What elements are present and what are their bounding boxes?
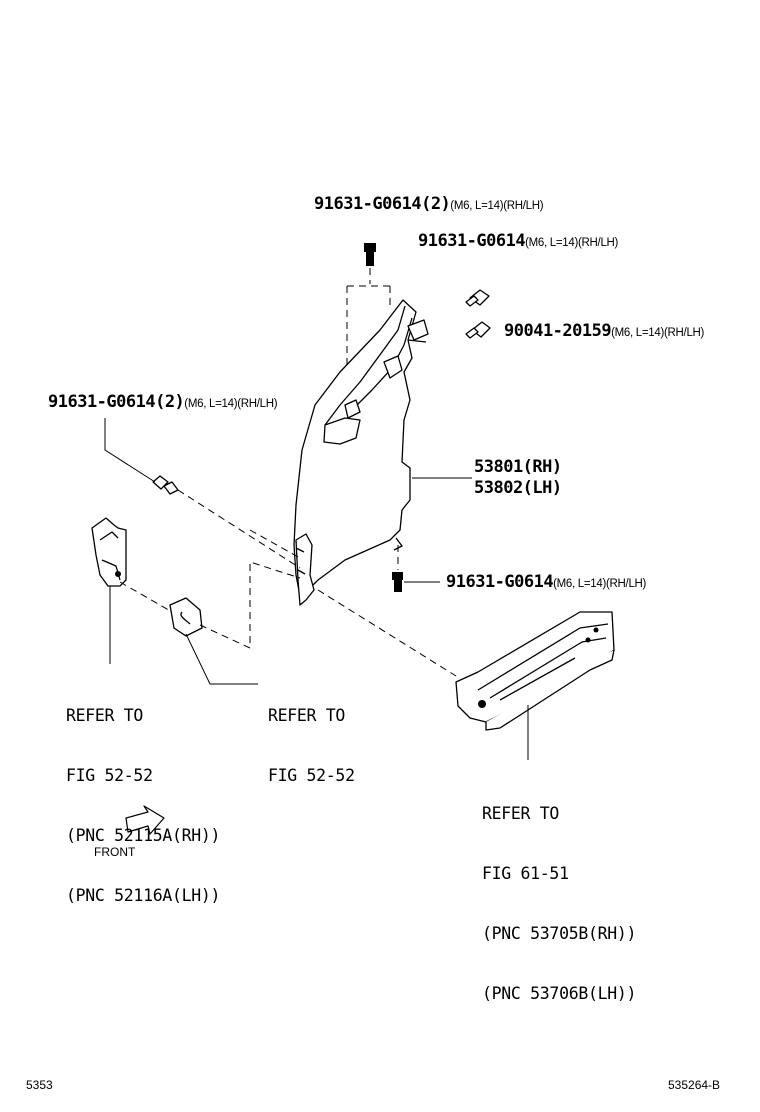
ref-line: (PNC 53706B(LH)): [482, 984, 637, 1003]
ref-line: (PNC 53705B(RH)): [482, 924, 637, 943]
part-number: 91631-G0614: [446, 572, 554, 592]
ref-line: FIG 52-52: [268, 766, 355, 785]
fender-liner-53801[interactable]: [293, 299, 429, 606]
ref-line: FIG 61-51: [482, 864, 569, 883]
callout-91631-left[interactable]: 91631-G0614(2)(M6, L=14)(RH/LH): [48, 392, 278, 412]
part-number: 91631-G0614: [418, 231, 526, 251]
part-spec: (M6, L=14)(RH/LH): [184, 398, 278, 410]
ref-line: REFER TO: [482, 804, 560, 823]
reference-fig-5252-bracket[interactable]: REFER TO FIG 52-52 (PNC 52115A(RH)) (PNC…: [66, 666, 220, 926]
dash-rail: [317, 589, 457, 677]
ref-line: FIG 52-52: [66, 766, 153, 785]
footer-left-code: 5353: [26, 1078, 53, 1092]
part-number: 91631-G0614(2): [48, 392, 185, 412]
leader-ref2: [185, 633, 258, 685]
main-part-lh[interactable]: 53802(LH): [474, 478, 562, 498]
part-spec: (M6, L=14)(RH/LH): [450, 200, 544, 212]
reference-fig-5252-clip[interactable]: REFER TO FIG 52-52: [268, 666, 355, 806]
front-arrow-icon: [125, 805, 165, 835]
reference-fig-6151[interactable]: REFER TO FIG 61-51 (PNC 53705B(RH)) (PNC…: [482, 764, 636, 1024]
dash-left: [177, 489, 301, 569]
part-number: 90041-20159: [504, 321, 612, 341]
bolt-91631-left[interactable]: [152, 475, 179, 495]
ref-line: REFER TO: [66, 706, 144, 725]
leader-91631-left: [104, 418, 156, 483]
part-spec: (M6, L=14)(RH/LH): [525, 237, 619, 249]
main-part-rh[interactable]: 53801(RH): [474, 457, 562, 477]
part-spec: (M6, L=14)(RH/LH): [553, 578, 647, 590]
dash-bracket: [119, 529, 301, 649]
part-number: 91631-G0614(2): [314, 194, 451, 214]
ref-line: (PNC 52116A(LH)): [66, 886, 221, 905]
part-spec: (M6, L=14)(RH/LH): [611, 327, 705, 339]
ref-line: REFER TO: [268, 706, 346, 725]
callout-90041[interactable]: 90041-20159(M6, L=14)(RH/LH): [504, 323, 704, 340]
rail-bracket-53705b[interactable]: [455, 611, 615, 731]
front-label: FRONT: [94, 845, 136, 859]
callout-91631-top[interactable]: 91631-G0614(2)(M6, L=14)(RH/LH): [314, 194, 544, 214]
bolt-91631-upper-right[interactable]: [465, 289, 490, 307]
callout-91631-lower[interactable]: 91631-G0614(M6, L=14)(RH/LH): [446, 574, 646, 591]
bolt-91631-top[interactable]: [364, 243, 376, 266]
bracket-52115a[interactable]: [91, 517, 127, 587]
bolt-90041[interactable]: [465, 321, 491, 339]
callout-91631-upper-right[interactable]: 91631-G0614(M6, L=14)(RH/LH): [418, 233, 618, 250]
ref-line: (PNC 52115A(RH)): [66, 826, 221, 845]
bolt-91631-lower[interactable]: [392, 572, 403, 592]
footer-right-code: 535264-B: [668, 1078, 721, 1092]
clip-5252[interactable]: [169, 597, 203, 637]
